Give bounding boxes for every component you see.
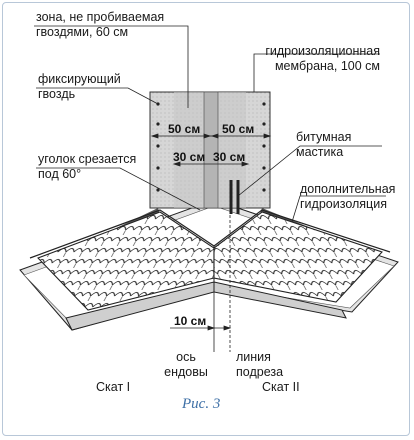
dim-50-left: 50 см	[168, 122, 201, 136]
dim-50-right: 50 см	[222, 122, 255, 136]
dimension-50	[150, 133, 272, 139]
dim-30-left: 30 см	[173, 150, 206, 164]
dimension-30	[172, 161, 250, 167]
eave-profiles	[65, 246, 347, 331]
leader-lines	[34, 25, 386, 223]
dim-30-right: 30 см	[213, 150, 246, 164]
label-slope-2: Скат II	[262, 380, 300, 394]
label-slope-1: Скат I	[96, 380, 131, 394]
dimension-10	[170, 325, 232, 331]
dim-10: 10 см	[174, 314, 207, 328]
figure-caption: Рис. 3	[182, 396, 221, 412]
waterproofing-membrane	[149, 91, 271, 214]
